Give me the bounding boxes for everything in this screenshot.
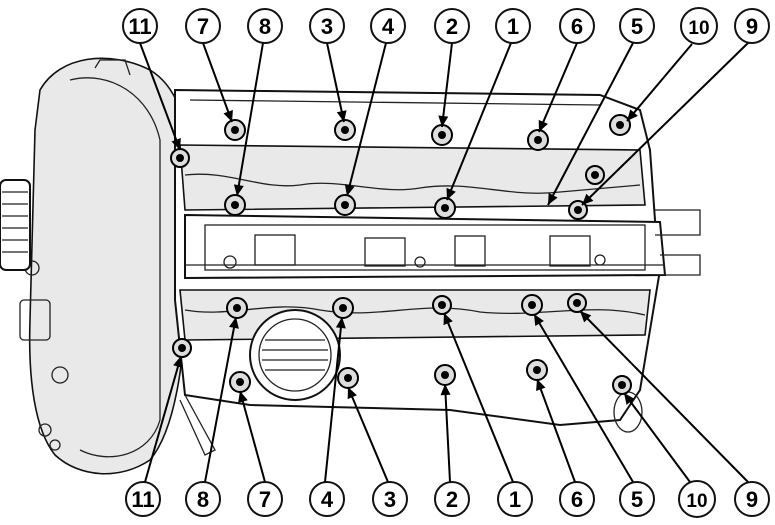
callout-bottom-5: 3 xyxy=(372,481,408,517)
leader-arrowhead xyxy=(336,110,347,122)
callout-bottom-3: 7 xyxy=(247,481,283,517)
leader-line xyxy=(239,390,266,483)
leader-line xyxy=(441,42,453,128)
leader-line xyxy=(139,42,181,151)
callout-bottom-10: 10 xyxy=(678,480,716,518)
leader-line xyxy=(538,42,578,133)
leader-arrowhead xyxy=(173,356,183,368)
callout-bottom-10-label: 10 xyxy=(686,491,707,512)
callout-bottom-4: 4 xyxy=(309,481,345,517)
leader-line xyxy=(326,42,345,123)
callout-top-5-label: 4 xyxy=(382,14,395,39)
leader-arrowhead xyxy=(580,311,592,323)
leader-arrowhead xyxy=(233,184,244,196)
callout-top-6-label: 2 xyxy=(446,14,458,39)
callout-bottom-9: 5 xyxy=(619,481,655,517)
callout-top-2-label: 7 xyxy=(197,14,209,39)
engine-illustration xyxy=(0,57,701,475)
top-callouts: 11 7 8 3 4 2 1 6 5 10 9 xyxy=(122,7,770,45)
leader-line xyxy=(346,42,387,197)
callout-bottom-2-label: 8 xyxy=(197,487,209,512)
callout-bottom-7-label: 1 xyxy=(509,487,521,512)
callout-bottom-1: 11 xyxy=(125,481,161,517)
leader-arrowhead xyxy=(438,115,449,127)
callout-top-10: 10 xyxy=(680,7,718,45)
leader-arrowhead xyxy=(229,317,239,329)
leader-line xyxy=(236,42,264,197)
callout-bottom-8: 6 xyxy=(559,481,595,517)
callout-top-7: 1 xyxy=(495,8,531,44)
leader-arrowhead xyxy=(440,384,451,396)
callout-bottom-7: 1 xyxy=(497,481,533,517)
leader-arrowhead xyxy=(582,193,594,205)
callout-bottom-4-label: 4 xyxy=(321,487,334,512)
leader-arrowhead xyxy=(443,313,453,326)
callout-bottom-5-label: 3 xyxy=(384,487,396,512)
leader-lines xyxy=(139,42,749,483)
leader-line xyxy=(347,386,389,483)
oil-filler-cap xyxy=(249,309,341,401)
leader-arrowhead xyxy=(627,109,638,121)
callout-top-8-label: 6 xyxy=(571,14,583,39)
leader-arrowhead xyxy=(538,119,548,132)
leader-line xyxy=(623,392,691,483)
callout-bottom-8-label: 6 xyxy=(571,487,583,512)
leader-arrowhead xyxy=(347,387,357,400)
callout-top-4-label: 3 xyxy=(321,14,333,39)
callout-top-8: 6 xyxy=(559,8,595,44)
leader-arrowhead xyxy=(238,391,248,403)
callout-top-10-label: 10 xyxy=(688,18,709,39)
leader-line xyxy=(547,42,634,206)
leader-arrowhead xyxy=(536,379,546,392)
leader-line xyxy=(626,43,693,122)
callout-top-5: 4 xyxy=(370,8,406,44)
callout-bottom-6: 2 xyxy=(434,481,470,517)
callout-bottom-1-label: 11 xyxy=(131,487,154,512)
callout-bottom-11-label: 9 xyxy=(746,487,758,512)
callout-top-2: 7 xyxy=(185,8,221,44)
callout-bottom-6-label: 2 xyxy=(446,487,458,512)
callout-top-3: 8 xyxy=(247,8,283,44)
callout-bottom-3-label: 7 xyxy=(259,487,271,512)
leader-arrowhead xyxy=(171,137,181,150)
callout-top-7-label: 1 xyxy=(507,14,519,39)
leader-line xyxy=(204,316,237,483)
callout-top-3-label: 8 xyxy=(259,14,271,39)
callout-top-9: 5 xyxy=(619,8,655,44)
leader-line xyxy=(581,42,749,206)
leader-line xyxy=(202,42,233,123)
leader-arrowhead xyxy=(223,109,233,122)
callout-bottom-2: 8 xyxy=(185,481,221,517)
callout-top-4: 3 xyxy=(309,8,345,44)
callout-top-1: 11 xyxy=(122,8,158,44)
leader-line xyxy=(444,383,451,483)
callout-top-9-label: 5 xyxy=(631,14,643,39)
callout-top-1-label: 11 xyxy=(128,14,151,39)
leader-arrowhead xyxy=(344,184,355,196)
callout-bottom-11: 9 xyxy=(734,481,770,517)
callout-top-11: 9 xyxy=(734,8,770,44)
leader-line xyxy=(443,312,514,483)
leader-arrowhead xyxy=(446,187,456,200)
leader-arrowhead xyxy=(548,192,558,205)
callout-bottom-9-label: 5 xyxy=(631,487,643,512)
callout-top-11-label: 9 xyxy=(746,14,758,39)
leader-arrowhead xyxy=(624,393,635,405)
leader-line xyxy=(533,313,634,483)
leader-line xyxy=(446,42,512,201)
leader-line xyxy=(324,316,343,483)
timing-belt-cover xyxy=(28,57,189,475)
leader-line xyxy=(579,310,749,483)
crank-pulley xyxy=(0,179,31,271)
leader-line xyxy=(144,355,182,483)
leader-arrowhead xyxy=(335,317,346,329)
leader-arrowhead xyxy=(534,314,544,327)
callout-top-6: 2 xyxy=(434,8,470,44)
bottom-callouts: 11 8 7 4 3 2 1 6 5 10 9 xyxy=(125,480,770,518)
leader-line xyxy=(536,378,576,483)
